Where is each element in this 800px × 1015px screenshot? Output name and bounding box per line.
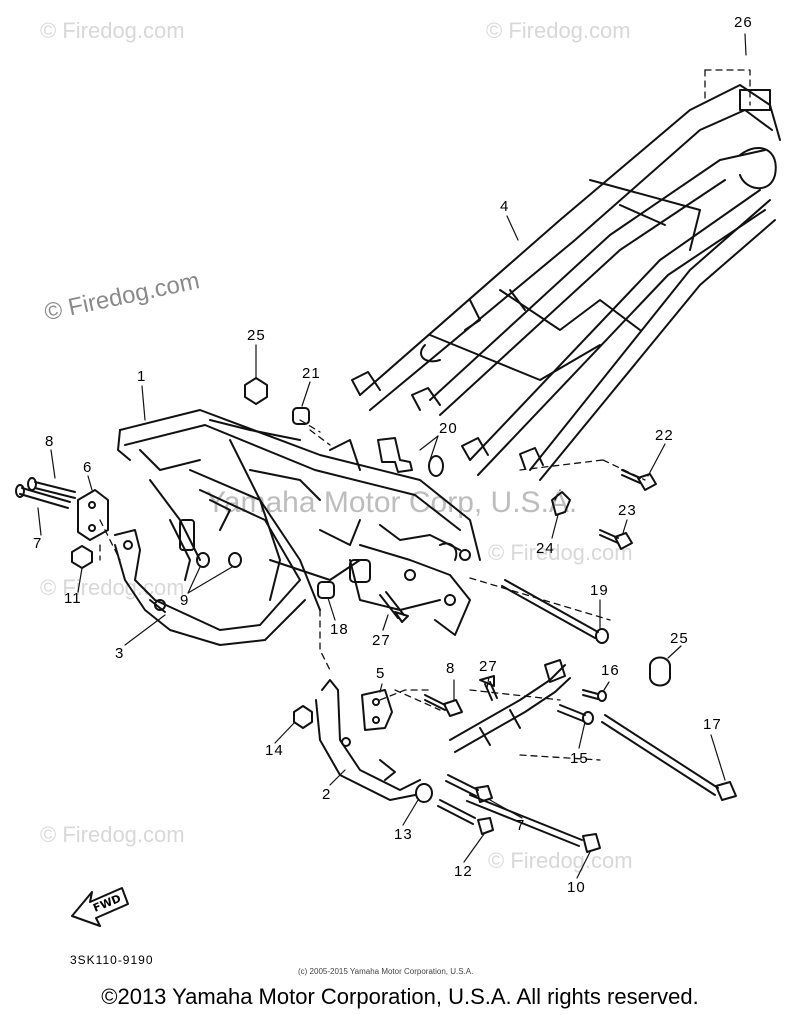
long-bolt-part-10 bbox=[466, 794, 601, 853]
watermark-mid-right: © Firedog.com bbox=[488, 540, 633, 565]
front-bracket-part-3 bbox=[114, 529, 306, 646]
forward-arrow-icon: FWD bbox=[71, 887, 129, 927]
watermark-bottom-right: © Firedog.com bbox=[488, 848, 633, 873]
bolt-part-8-lower bbox=[424, 694, 463, 717]
bolt-part-8-left bbox=[27, 477, 76, 499]
callout-leaders bbox=[37, 33, 747, 879]
callout-15: 15 bbox=[570, 750, 589, 767]
lower-bracket-part-5 bbox=[361, 689, 393, 731]
callout-8-left: 8 bbox=[45, 433, 55, 450]
callout-5: 5 bbox=[376, 665, 386, 682]
diagram-part-number: 3SK110-9190 bbox=[70, 953, 154, 967]
leader-lines bbox=[99, 69, 751, 761]
bolt-part-7-lower bbox=[445, 774, 493, 803]
bolt-part-7-left bbox=[15, 484, 71, 509]
bolt-part-15 bbox=[557, 704, 594, 725]
watermark-top-right: © Firedog.com bbox=[486, 18, 631, 43]
callout-16: 16 bbox=[601, 662, 620, 679]
callout-14: 14 bbox=[265, 742, 284, 759]
callout-18: 18 bbox=[330, 621, 349, 638]
callout-22: 22 bbox=[655, 427, 674, 444]
bolt-part-22 bbox=[621, 469, 657, 491]
watermark-mid-left: © Firedog.com bbox=[40, 575, 185, 600]
callout-12: 12 bbox=[454, 863, 473, 880]
callout-25-right: 25 bbox=[670, 630, 689, 647]
watermark-bottom-left: © Firedog.com bbox=[40, 822, 185, 847]
plate-part-6 bbox=[77, 489, 109, 541]
callout-27-lower: 27 bbox=[479, 658, 498, 675]
small-copyright: (c) 2005-2015 Yamaha Motor Corporation, … bbox=[298, 967, 474, 976]
callout-11: 11 bbox=[64, 590, 82, 607]
main-frame-part bbox=[117, 409, 481, 636]
nut-part-9-b bbox=[228, 552, 242, 568]
callout-10: 10 bbox=[567, 879, 586, 896]
fwd-label: FWD bbox=[91, 892, 123, 915]
nut-part-25-top bbox=[244, 377, 268, 405]
clip-part-24 bbox=[551, 491, 571, 516]
callout-27-center: 27 bbox=[372, 632, 391, 649]
spacer-part-20 bbox=[377, 437, 444, 477]
bolt-part-12 bbox=[437, 799, 494, 835]
callout-21: 21 bbox=[302, 365, 321, 382]
callout-17: 17 bbox=[703, 716, 722, 733]
collar-part-13 bbox=[415, 783, 433, 803]
bolt-part-16 bbox=[582, 689, 607, 702]
callout-4: 4 bbox=[500, 198, 510, 215]
nut-part-11 bbox=[71, 545, 93, 569]
callout-7-left: 7 bbox=[33, 535, 43, 552]
cross-member-part bbox=[449, 659, 571, 753]
callout-7-lower: 7 bbox=[516, 817, 526, 834]
callout-9: 9 bbox=[180, 592, 190, 609]
watermark-top-left: © Firedog.com bbox=[40, 18, 185, 43]
callout-2: 2 bbox=[322, 786, 332, 803]
callout-23: 23 bbox=[618, 502, 637, 519]
callout-25-top: 25 bbox=[247, 327, 266, 344]
bolt-part-23 bbox=[599, 529, 633, 550]
callout-6: 6 bbox=[83, 459, 93, 476]
bolt-part-27-lower bbox=[479, 675, 498, 701]
bracket-part-2 bbox=[315, 679, 421, 801]
footer-copyright: ©2013 Yamaha Motor Corporation, U.S.A. A… bbox=[101, 984, 699, 1009]
long-bolt-part-17 bbox=[601, 714, 737, 801]
cap-nut-part-25 bbox=[649, 656, 671, 687]
callout-26: 26 bbox=[734, 14, 753, 31]
callout-1: 1 bbox=[137, 368, 147, 385]
callout-20: 20 bbox=[439, 420, 458, 437]
callout-19: 19 bbox=[590, 582, 609, 599]
bolt-part-27-center bbox=[379, 591, 409, 623]
long-bolt-part-19 bbox=[501, 579, 609, 644]
collar-part-21 bbox=[292, 407, 310, 425]
callout-8-lower: 8 bbox=[446, 660, 456, 677]
collar-part-14 bbox=[293, 705, 313, 729]
rear-frame-part bbox=[351, 84, 781, 481]
callout-24: 24 bbox=[536, 540, 555, 557]
callout-3: 3 bbox=[115, 645, 125, 662]
collar-part-18 bbox=[317, 581, 335, 599]
callout-13: 13 bbox=[394, 826, 413, 843]
nut-part-9-a bbox=[196, 552, 210, 568]
